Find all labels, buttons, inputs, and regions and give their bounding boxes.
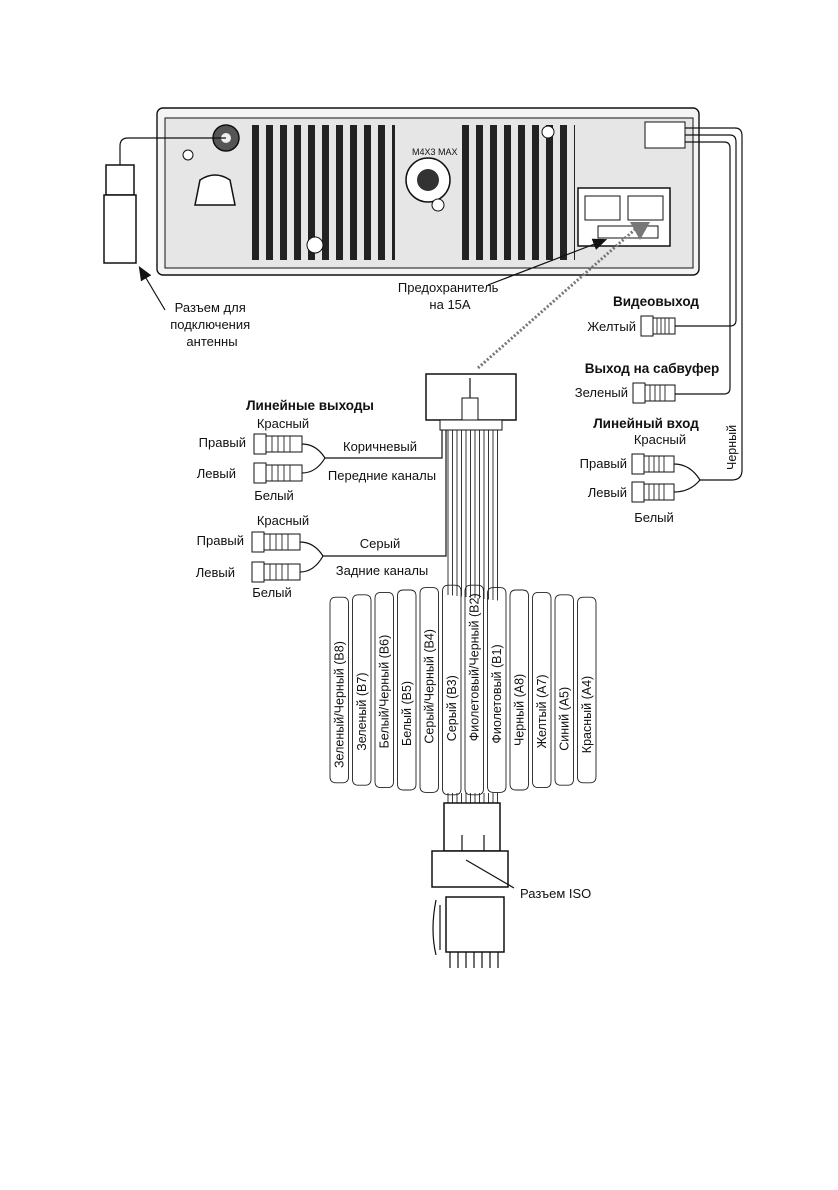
wire-label: Серый (B3) (445, 675, 459, 741)
front-top-color: Красный (257, 416, 309, 431)
harness-connector (425, 373, 517, 431)
rear-rca-plugs (251, 430, 447, 583)
wire-label: Зеленый (B7) (355, 673, 369, 751)
wire-loop (464, 584, 484, 796)
antenna-label-3: антенны (186, 334, 237, 349)
wire-loop (374, 591, 394, 789)
wire-loop (397, 589, 417, 791)
subwoofer-out-rca-plug (632, 382, 676, 404)
line-in-rca-plugs (631, 453, 701, 503)
right-cable-bundle (675, 127, 743, 481)
rear-bottom-color: Белый (252, 585, 292, 600)
svg-text:Предохранитель на 15А: Предохранитель на 15А (398, 280, 502, 312)
heatsink-fins-left (245, 125, 395, 260)
antenna-cable (103, 137, 226, 311)
wire-loop (577, 596, 597, 784)
heatsink-fins-right (455, 125, 575, 260)
wire-label: Серый/Черный (B4) (422, 629, 436, 744)
subwoofer-out-title: Выход на сабвуфер (585, 361, 719, 376)
harness-connection-arrow (477, 223, 641, 370)
fuse-label-2: на 15А (429, 297, 470, 312)
subwoofer-out-color: Зеленый (575, 385, 628, 400)
wire-label: Белый (B5) (400, 681, 414, 746)
wire-labels: Зеленый/Черный (B8) Зеленый (B7) Белый/Чер… (332, 593, 594, 768)
rear-left: Левый (196, 565, 235, 580)
video-out-rca-plug (640, 315, 676, 337)
wire-loop (442, 584, 462, 796)
wire-loop (509, 589, 529, 791)
wire-loop (532, 591, 552, 789)
fuse (597, 225, 659, 239)
wire-label: Желтый (A7) (535, 674, 549, 748)
wire-label: Зеленый/Черный (B8) (332, 641, 346, 768)
head-unit-rear-panel: M4X3 MAX (156, 107, 700, 276)
rear-top-color: Красный (257, 513, 309, 528)
wire-label: Фиолетовый/Черный (B2) (467, 593, 481, 741)
wire-label: Красный (A4) (580, 676, 594, 753)
wire-loop (329, 596, 349, 784)
line-outputs-title: Линейные выходы (246, 398, 374, 413)
line-in-left: Левый (588, 485, 627, 500)
video-out-title: Видеовыход (613, 294, 699, 309)
wire-loop (554, 594, 574, 786)
iso-connector (431, 802, 515, 968)
front-channels: Передние каналы (328, 468, 436, 483)
front-rca-plugs (253, 430, 443, 484)
video-out-color: Желтый (587, 319, 636, 334)
antenna-label-2: подключения (170, 317, 250, 332)
fuse-label-1: Предохранитель (398, 280, 499, 295)
wire-bundle (447, 430, 498, 803)
rear-wire-color: Серый (360, 536, 400, 551)
line-in-wire-color: Черный (725, 425, 739, 470)
wire-loops (329, 584, 597, 796)
mounting-bracket (194, 174, 236, 206)
front-wire-color: Коричневый (343, 439, 417, 454)
svg-text:Разъем для подключения: Разъем для подключения антенны (170, 300, 254, 349)
iso-connector-label: Разъем ISO (520, 886, 591, 901)
rear-right: Правый (197, 533, 244, 548)
wire-label: Белый/Черный (B6) (377, 635, 391, 749)
antenna-plug (103, 194, 137, 264)
wire-loop (352, 594, 372, 786)
wire-loop (487, 587, 507, 793)
front-right: Правый (199, 435, 246, 450)
wire-label: Черный (A8) (512, 674, 526, 746)
wire-label: Синий (A5) (557, 687, 571, 751)
line-in-title: Линейный вход (593, 416, 699, 431)
line-in-right: Правый (580, 456, 627, 471)
wire-label: Фиолетовый (B1) (490, 644, 504, 743)
line-in-top-color: Красный (634, 432, 686, 447)
antenna-label-1: Разъем для (175, 300, 246, 315)
heatsink-marking: M4X3 MAX (412, 147, 458, 157)
rear-channels: Задние каналы (336, 563, 429, 578)
front-bottom-color: Белый (254, 488, 294, 503)
line-in-bottom-color: Белый (634, 510, 674, 525)
front-left: Левый (197, 466, 236, 481)
wire-loop (419, 587, 439, 793)
